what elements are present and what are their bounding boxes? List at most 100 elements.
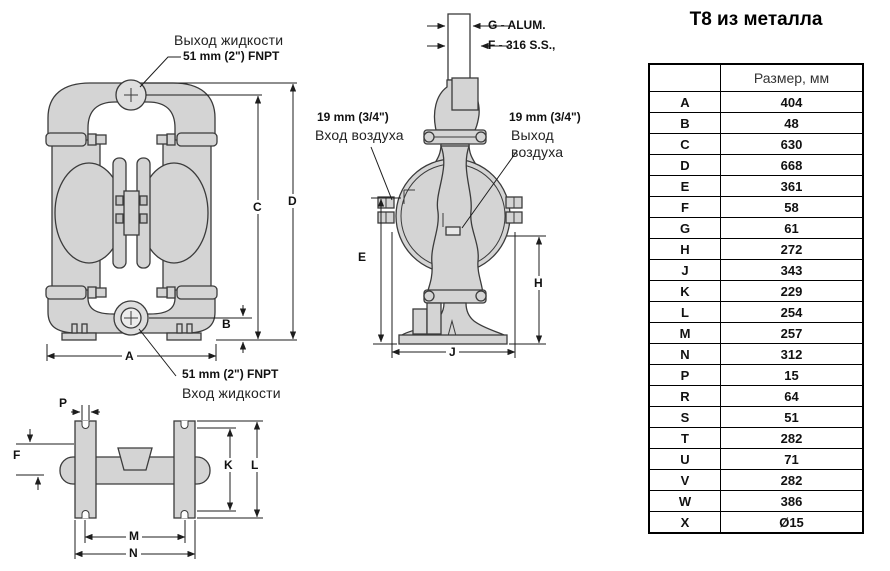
exhaust-elbow xyxy=(451,77,479,111)
dim-value-cell: 61 xyxy=(720,217,864,239)
dim-letter-a: A xyxy=(122,349,137,363)
foot-bolt xyxy=(186,323,193,334)
port-crosshair xyxy=(124,88,138,102)
center-air-valve xyxy=(123,190,140,236)
left-foot-plate xyxy=(74,420,97,519)
dim-letter-m: M xyxy=(126,529,142,543)
dim-value-cell: 51 xyxy=(720,406,864,428)
dim-value-cell: 668 xyxy=(720,154,864,176)
right-foot xyxy=(166,332,202,341)
fluid-outlet-size-label: 51 mm (2") FNPT xyxy=(183,49,280,63)
dim-letter-e: E xyxy=(358,250,367,264)
air-inlet-leader-line xyxy=(370,146,393,201)
air-outlet-size-label: 19 mm (3/4") xyxy=(509,110,581,124)
f-ss-note: F - 316 S.S., xyxy=(488,38,556,52)
side-clamp-lugs xyxy=(377,196,523,224)
air-outlet-label-line1: Выход xyxy=(511,127,554,143)
dim-letter-cell: W xyxy=(648,490,721,512)
dim-value-cell: 254 xyxy=(720,301,864,323)
dim-letter-cell: X xyxy=(648,511,721,534)
dim-letter-cell: B xyxy=(648,112,721,134)
dim-letter-cell: H xyxy=(648,238,721,260)
dim-value-cell: 257 xyxy=(720,322,864,344)
exhaust-pipe xyxy=(447,13,471,81)
left-foot xyxy=(61,332,97,341)
internal-detail-lines xyxy=(403,189,444,227)
dim-value-cell: 404 xyxy=(720,91,864,113)
dim-value-cell: 71 xyxy=(720,448,864,470)
dim-value-cell: 361 xyxy=(720,175,864,197)
header-blank-cell xyxy=(648,63,721,92)
clamp-end-bolt xyxy=(423,290,435,302)
dim-letter-d: D xyxy=(285,194,300,208)
flange-bolt xyxy=(139,213,148,224)
dim-letter-cell: A xyxy=(648,91,721,113)
dim-letter-cell: V xyxy=(648,469,721,491)
fluid-outlet-label: Выход жидкости xyxy=(174,32,284,48)
mounting-slots xyxy=(81,420,189,519)
dim-letter-h: H xyxy=(531,276,546,290)
air-inlet-size-label: 19 mm (3/4") xyxy=(317,110,389,124)
header-size-cell: Размер, мм xyxy=(720,63,864,92)
dim-value-cell: 64 xyxy=(720,385,864,407)
dim-letter-f: F xyxy=(13,448,21,462)
dim-letter-cell: G xyxy=(648,217,721,239)
foot-bolt xyxy=(71,323,78,334)
dim-letter-cell: F xyxy=(648,196,721,218)
dim-letter-l: L xyxy=(248,458,262,472)
dim-value-cell: 386 xyxy=(720,490,864,512)
dim-value-cell: 312 xyxy=(720,343,864,365)
dim-letter-cell: M xyxy=(648,322,721,344)
dim-value-cell: 15 xyxy=(720,364,864,386)
base-top-view-drawing xyxy=(59,420,211,519)
dim-value-cell: Ø15 xyxy=(720,511,864,534)
dim-letter-k: K xyxy=(221,458,236,472)
dim-letter-n: N xyxy=(126,546,141,560)
flange-bolt xyxy=(115,195,124,206)
air-inlet-label: Вход воздуха xyxy=(315,127,404,143)
dim-letter-p: P xyxy=(59,396,68,410)
dim-letter-cell: N xyxy=(648,343,721,365)
port-crosshair xyxy=(124,311,138,325)
clamp-bands xyxy=(45,132,218,300)
dim-letter-cell: T xyxy=(648,427,721,449)
foot-bolt xyxy=(81,323,88,334)
dim-letter-cell: D xyxy=(648,154,721,176)
dim-value-cell: 282 xyxy=(720,427,864,449)
inlet-leader-line xyxy=(138,328,177,377)
outlet-leader-line xyxy=(139,56,181,88)
clamp-end-bolt xyxy=(475,131,487,143)
dim-value-cell: 272 xyxy=(720,238,864,260)
page-title: Т8 из металла xyxy=(689,9,823,30)
base-step-block xyxy=(412,308,428,335)
right-foot-plate xyxy=(173,420,196,519)
dim-letter-b: B xyxy=(222,317,231,331)
dim-value-cell: 343 xyxy=(720,259,864,281)
dim-value-cell: 58 xyxy=(720,196,864,218)
air-outlet-label-line2: воздуха xyxy=(511,144,564,160)
air-outlet-leader-line xyxy=(461,150,518,229)
dim-value-cell: 630 xyxy=(720,133,864,155)
dim-letter-c: C xyxy=(250,200,265,214)
dim-letter-cell: L xyxy=(648,301,721,323)
front-view-drawing xyxy=(45,79,218,341)
